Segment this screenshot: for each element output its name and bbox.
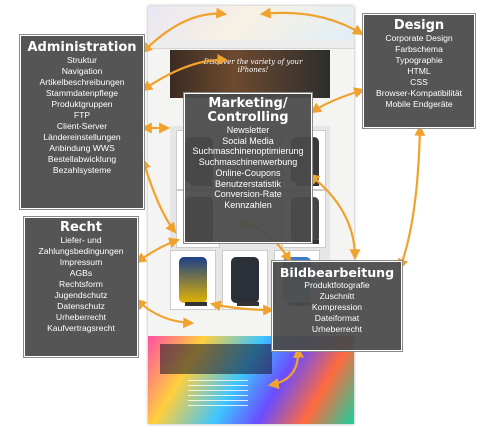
list-item: Liefer- und	[60, 235, 102, 245]
list-item: Mobile Endgeräte	[385, 99, 453, 109]
website-banner: Discover the variety of your iPhones!	[170, 50, 330, 98]
list-item: Social Media	[222, 135, 274, 146]
list-item: Client-Server	[56, 121, 108, 131]
list-item: Typographie	[395, 55, 443, 65]
list-item: Anbindung WWS	[49, 143, 115, 153]
list-item: Navigation	[61, 66, 103, 76]
footer-newsletter-area	[160, 344, 272, 374]
list-item: Produktgruppen	[51, 99, 113, 109]
list-item: AGBs	[69, 268, 93, 278]
list-item: Bezahlsysteme	[52, 165, 112, 175]
marketing-controlling-box: Marketing/Controlling Newsletter Social …	[184, 93, 312, 243]
list-item: Kennzahlen	[224, 199, 272, 210]
list-item: Zuschnitt	[319, 291, 355, 301]
list-item: Kaufvertragsrecht	[47, 323, 115, 333]
list-item: Conversion-Rate	[214, 189, 282, 200]
list-item: Jugendschutz	[54, 290, 108, 300]
list-item: Online-Coupons	[215, 167, 281, 178]
marketing-list: Newsletter Social Media Suchmaschinenopt…	[185, 125, 311, 211]
website-navigation-bar	[148, 40, 354, 49]
list-item: Impressum	[59, 257, 103, 267]
list-item: Corporate Design	[385, 33, 453, 43]
administration-list: Struktur Navigation Artikelbeschreibunge…	[21, 55, 143, 176]
list-item: Suchmaschinenoptimierung	[192, 146, 304, 157]
banner-text: Discover the variety of your iPhones!	[203, 58, 303, 75]
design-box: Design Corporate Design Farbschema Typog…	[363, 14, 475, 128]
list-item: FTP	[73, 110, 91, 120]
marketing-title-line2: Controlling	[207, 110, 289, 125]
list-item: Bestellabwicklung	[47, 154, 117, 164]
design-title: Design	[393, 18, 445, 33]
design-list: Corporate Design Farbschema Typographie …	[364, 33, 474, 110]
footer-links	[188, 380, 248, 410]
recht-list: Liefer- und Zahlungsbedingungen Impressu…	[25, 235, 137, 334]
list-item: Stammdatenpflege	[45, 88, 119, 98]
list-item: Zahlungsbedingungen	[38, 246, 124, 256]
list-item: Suchmaschinenwerbung	[198, 157, 298, 168]
product-card	[170, 250, 216, 310]
product-card	[222, 250, 268, 310]
list-item: Artikelbeschreibungen	[39, 77, 125, 87]
arrow-design-bild	[397, 124, 426, 271]
bildbearbeitung-box: Bildbearbeitung Produktfotografie Zuschn…	[272, 261, 402, 351]
list-item: Newsletter	[226, 125, 270, 135]
marketing-title: Marketing/Controlling	[185, 97, 311, 125]
recht-title: Recht	[59, 220, 102, 235]
list-item: Ländereinstellungen	[43, 132, 121, 142]
bildbearbeitung-title: Bildbearbeitung	[279, 265, 395, 280]
list-item: Datenschutz	[57, 301, 105, 311]
list-item: Urheberrecht	[311, 324, 363, 334]
marketing-title-line1: Marketing/	[208, 96, 288, 111]
recht-box: Recht Liefer- und Zahlungsbedingungen Im…	[24, 217, 138, 357]
list-item: Browser-Kompatibilität	[376, 88, 462, 98]
administration-title: Administration	[27, 40, 137, 55]
list-item: Urheberrecht	[55, 312, 107, 322]
list-item: Benutzerstatistik	[214, 178, 282, 189]
list-item: Rechtsform	[59, 279, 103, 289]
list-item: Produktfotografie	[304, 280, 370, 290]
list-item: Struktur	[66, 55, 98, 65]
list-item: HTML	[407, 66, 431, 76]
list-item: Dateiformat	[314, 313, 360, 323]
bildbearbeitung-list: Produktfotografie Zuschnitt Kompression …	[273, 280, 401, 335]
list-item: CSS	[410, 77, 428, 87]
list-item: Kompression	[311, 302, 363, 312]
list-item: Farbschema	[395, 44, 443, 54]
administration-box: Administration Struktur Navigation Artik…	[20, 35, 144, 209]
